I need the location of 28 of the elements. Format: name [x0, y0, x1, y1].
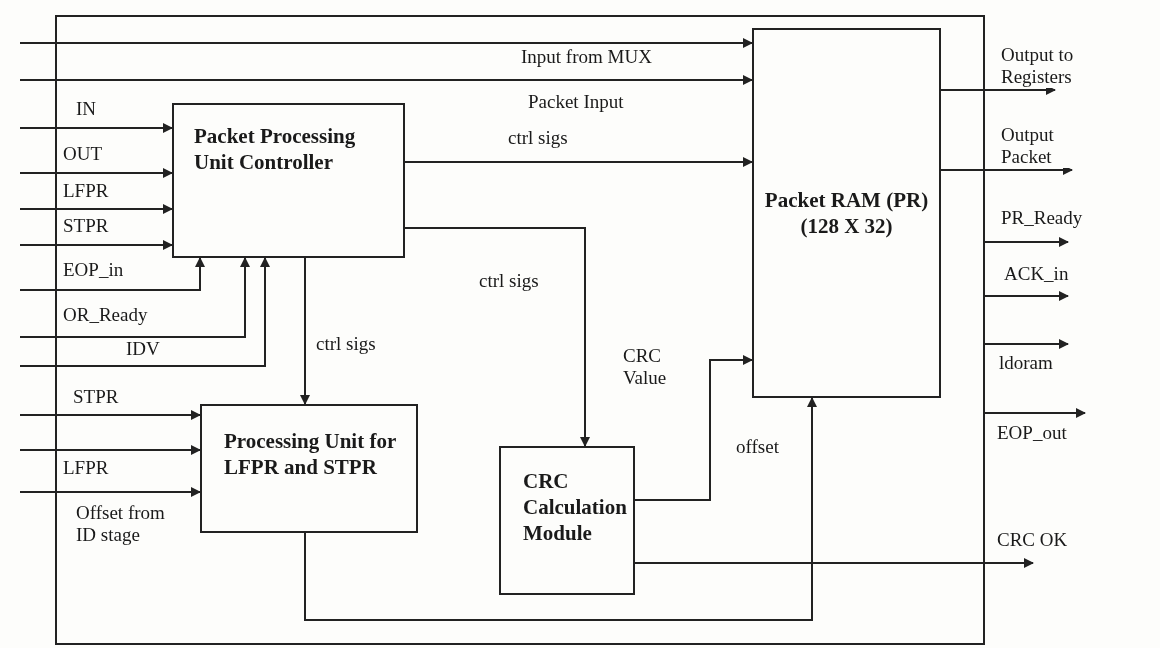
- signal-arrow: [19, 257, 270, 367]
- signal-arrow: [19, 168, 173, 178]
- signal-arrow: [984, 408, 1086, 418]
- signal-arrow: [19, 487, 201, 497]
- signal-arrow: [19, 257, 205, 291]
- signal-arrow: [984, 291, 1069, 301]
- signal-arrow: [304, 397, 817, 621]
- block-box: Packet RAM (PR) (128 X 32): [752, 28, 941, 398]
- signal-label: Input from MUX: [520, 46, 653, 68]
- signal-arrow: [19, 204, 173, 214]
- signal-arrow: [19, 240, 173, 250]
- signal-arrow: [300, 257, 310, 405]
- signal-arrow: [984, 237, 1069, 247]
- signal-arrow: [984, 339, 1069, 349]
- signal-arrow: [19, 445, 201, 455]
- block-box: Packet Processing Unit Controller: [172, 103, 405, 258]
- signal-arrow: [19, 123, 173, 133]
- signal-arrow: [404, 227, 590, 447]
- signal-arrow: [19, 410, 201, 420]
- signal-arrow: [634, 355, 753, 501]
- signal-arrow: [19, 38, 753, 48]
- signal-arrow: [19, 75, 753, 85]
- block-box: CRC Calculation Module: [499, 446, 635, 595]
- signal-arrow: [404, 157, 753, 167]
- signal-arrow: [19, 257, 250, 338]
- signal-arrow: [634, 558, 1034, 568]
- frame-box: [55, 15, 985, 645]
- block-box: Processing Unit for LFPR and STPR: [200, 404, 418, 533]
